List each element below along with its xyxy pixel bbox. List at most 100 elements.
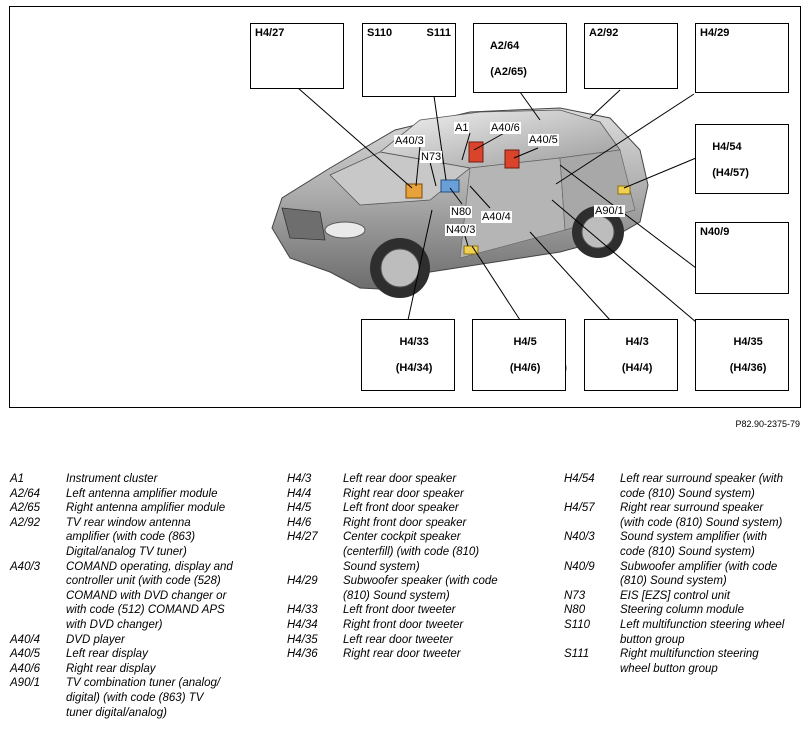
legend-description: Left rear door tweeter [343,633,453,646]
legend-description: Instrument cluster [66,473,158,485]
legend-code: A2/64 [10,487,41,500]
legend-code: A40/6 [10,662,41,675]
legend-description: Steering column module [620,604,745,617]
part-label-alt: (H4/57) [712,167,749,179]
part-box-h4-5: H4/5 (H4/6) [472,319,566,391]
legend-code: H4/4 [287,487,312,500]
legend-description: Left rear door speaker [343,473,457,485]
part-label-alt: (H4/36) [729,362,767,374]
legend-code: H4/35 [287,633,318,646]
part-box-h4-27: H4/27 [250,23,344,89]
leader-lines [297,87,697,323]
legend-description: Left multifunction steering wheel button… [620,618,785,646]
legend-row: H4/3 Left rear door speaker [287,472,557,487]
legend-row: H4/5 Left front door speaker [287,501,557,516]
part-label-alt: (A2/65) [490,66,527,78]
legend-column-3: H4/54 Left rear surround speaker (with co… [564,472,810,676]
callout-a40-5: A40/5 [528,134,559,146]
legend-code: H4/27 [287,531,318,544]
legend-row: N80 Steering column module [564,603,810,618]
legend-description: Sound system amplifier (with code (810) … [620,531,767,558]
legend-code: S110 [564,618,591,631]
part-label: H4/29 [700,27,730,39]
legend-description: Left front door speaker [343,502,459,515]
legend-code: N80 [564,604,586,617]
legend-description: Left rear display [66,648,148,661]
part-label: A2/92 [589,27,619,39]
legend-description: Right multifunction steering wheel butto… [620,648,759,675]
callout-n40-3: N40/3 [445,224,477,236]
part-label: H4/27 [255,27,285,39]
legend-row: A1 Instrument cluster [10,472,270,487]
legend-description: TV combination tuner (analog/ digital) (… [66,677,221,719]
legend-description: Left front door tweeter [343,604,456,617]
part-box-h4-29: H4/29 [695,23,789,93]
part-box-n40-9: N40/9 [695,222,789,294]
part-label: H4/5 [513,336,537,348]
legend-code: A40/3 [10,560,41,573]
legend-description: Left rear surround speaker (with code (8… [620,473,783,500]
legend-code: N40/9 [564,560,595,573]
legend-code: H4/3 [287,473,312,485]
legend-code: A1 [10,473,25,485]
part-label: N40/9 [700,226,730,238]
legend-description: Left antenna amplifier module [66,487,218,500]
legend-code: N40/3 [564,531,595,544]
legend-row: S110 Left multifunction steering wheel bu… [564,618,810,647]
part-label-alt: (H4/34) [395,362,433,374]
wheel-rear [572,206,624,258]
legend-description: Right front door speaker [343,516,467,529]
part-label-s111: S111 [426,27,451,39]
part-box-h4-35: H4/35 (H4/36) [695,319,789,391]
legend-row: H4/34 Right front door tweeter [287,618,557,633]
legend-code: H4/54 [564,473,595,485]
legend-row: A40/6 Right rear display [10,662,270,677]
legend-row: N40/3 Sound system amplifier (with code (… [564,530,810,559]
legend-code: H4/5 [287,502,312,515]
callout-n73: N73 [420,151,443,163]
legend-code: N73 [564,589,586,602]
part-label-alt: (H4/6) [509,362,541,374]
legend-description: DVD player [66,633,125,646]
part-box-a2-64: A2/64 (A2/65) [473,23,567,93]
legend-description: COMAND operating, display and controller… [66,560,233,631]
part-label: H4/54 [712,141,742,153]
callout-n80: N80 [450,206,473,218]
part-box-h4-33: H4/33 (H4/34) [361,319,455,391]
car-illustration [271,35,784,387]
legend-description: Center cockpit speaker (centerfill) (wit… [343,531,480,573]
part-label: H4/35 [733,336,763,348]
part-box-a2-92: A2/92 [584,23,678,89]
legend-description: Right rear door tweeter [343,648,461,661]
legend-code: A2/65 [10,502,41,515]
part-box-h4-3: H4/3 (H4/4) [584,319,678,391]
legend-row: H4/54 Left rear surround speaker (with co… [564,472,810,501]
part-box-steering-wheel: S110 S111 [362,23,456,97]
legend-code: H4/34 [287,618,318,631]
car-body [271,107,649,291]
part-label-s110: S110 [367,27,393,39]
legend-row: H4/27 Center cockpit speaker (centerfill)… [287,530,557,574]
part-box-h4-54: H4/54 (H4/57) [695,124,789,194]
legend-description: Right front door tweeter [343,618,464,631]
part-label: H4/3 [625,336,649,348]
legend-description: Right rear door speaker [343,487,464,500]
figure-reference: P82.90-2375-79 [735,419,800,429]
callout-a90-1: A90/1 [594,205,625,217]
legend-description: Right rear display [66,662,156,675]
legend-row: A40/3 COMAND operating, display and contr… [10,560,270,633]
part-label-alt: (H4/4) [621,362,653,374]
callout-a1: A1 [454,122,470,134]
legend-description: TV rear window antenna amplifier (with c… [66,516,196,558]
